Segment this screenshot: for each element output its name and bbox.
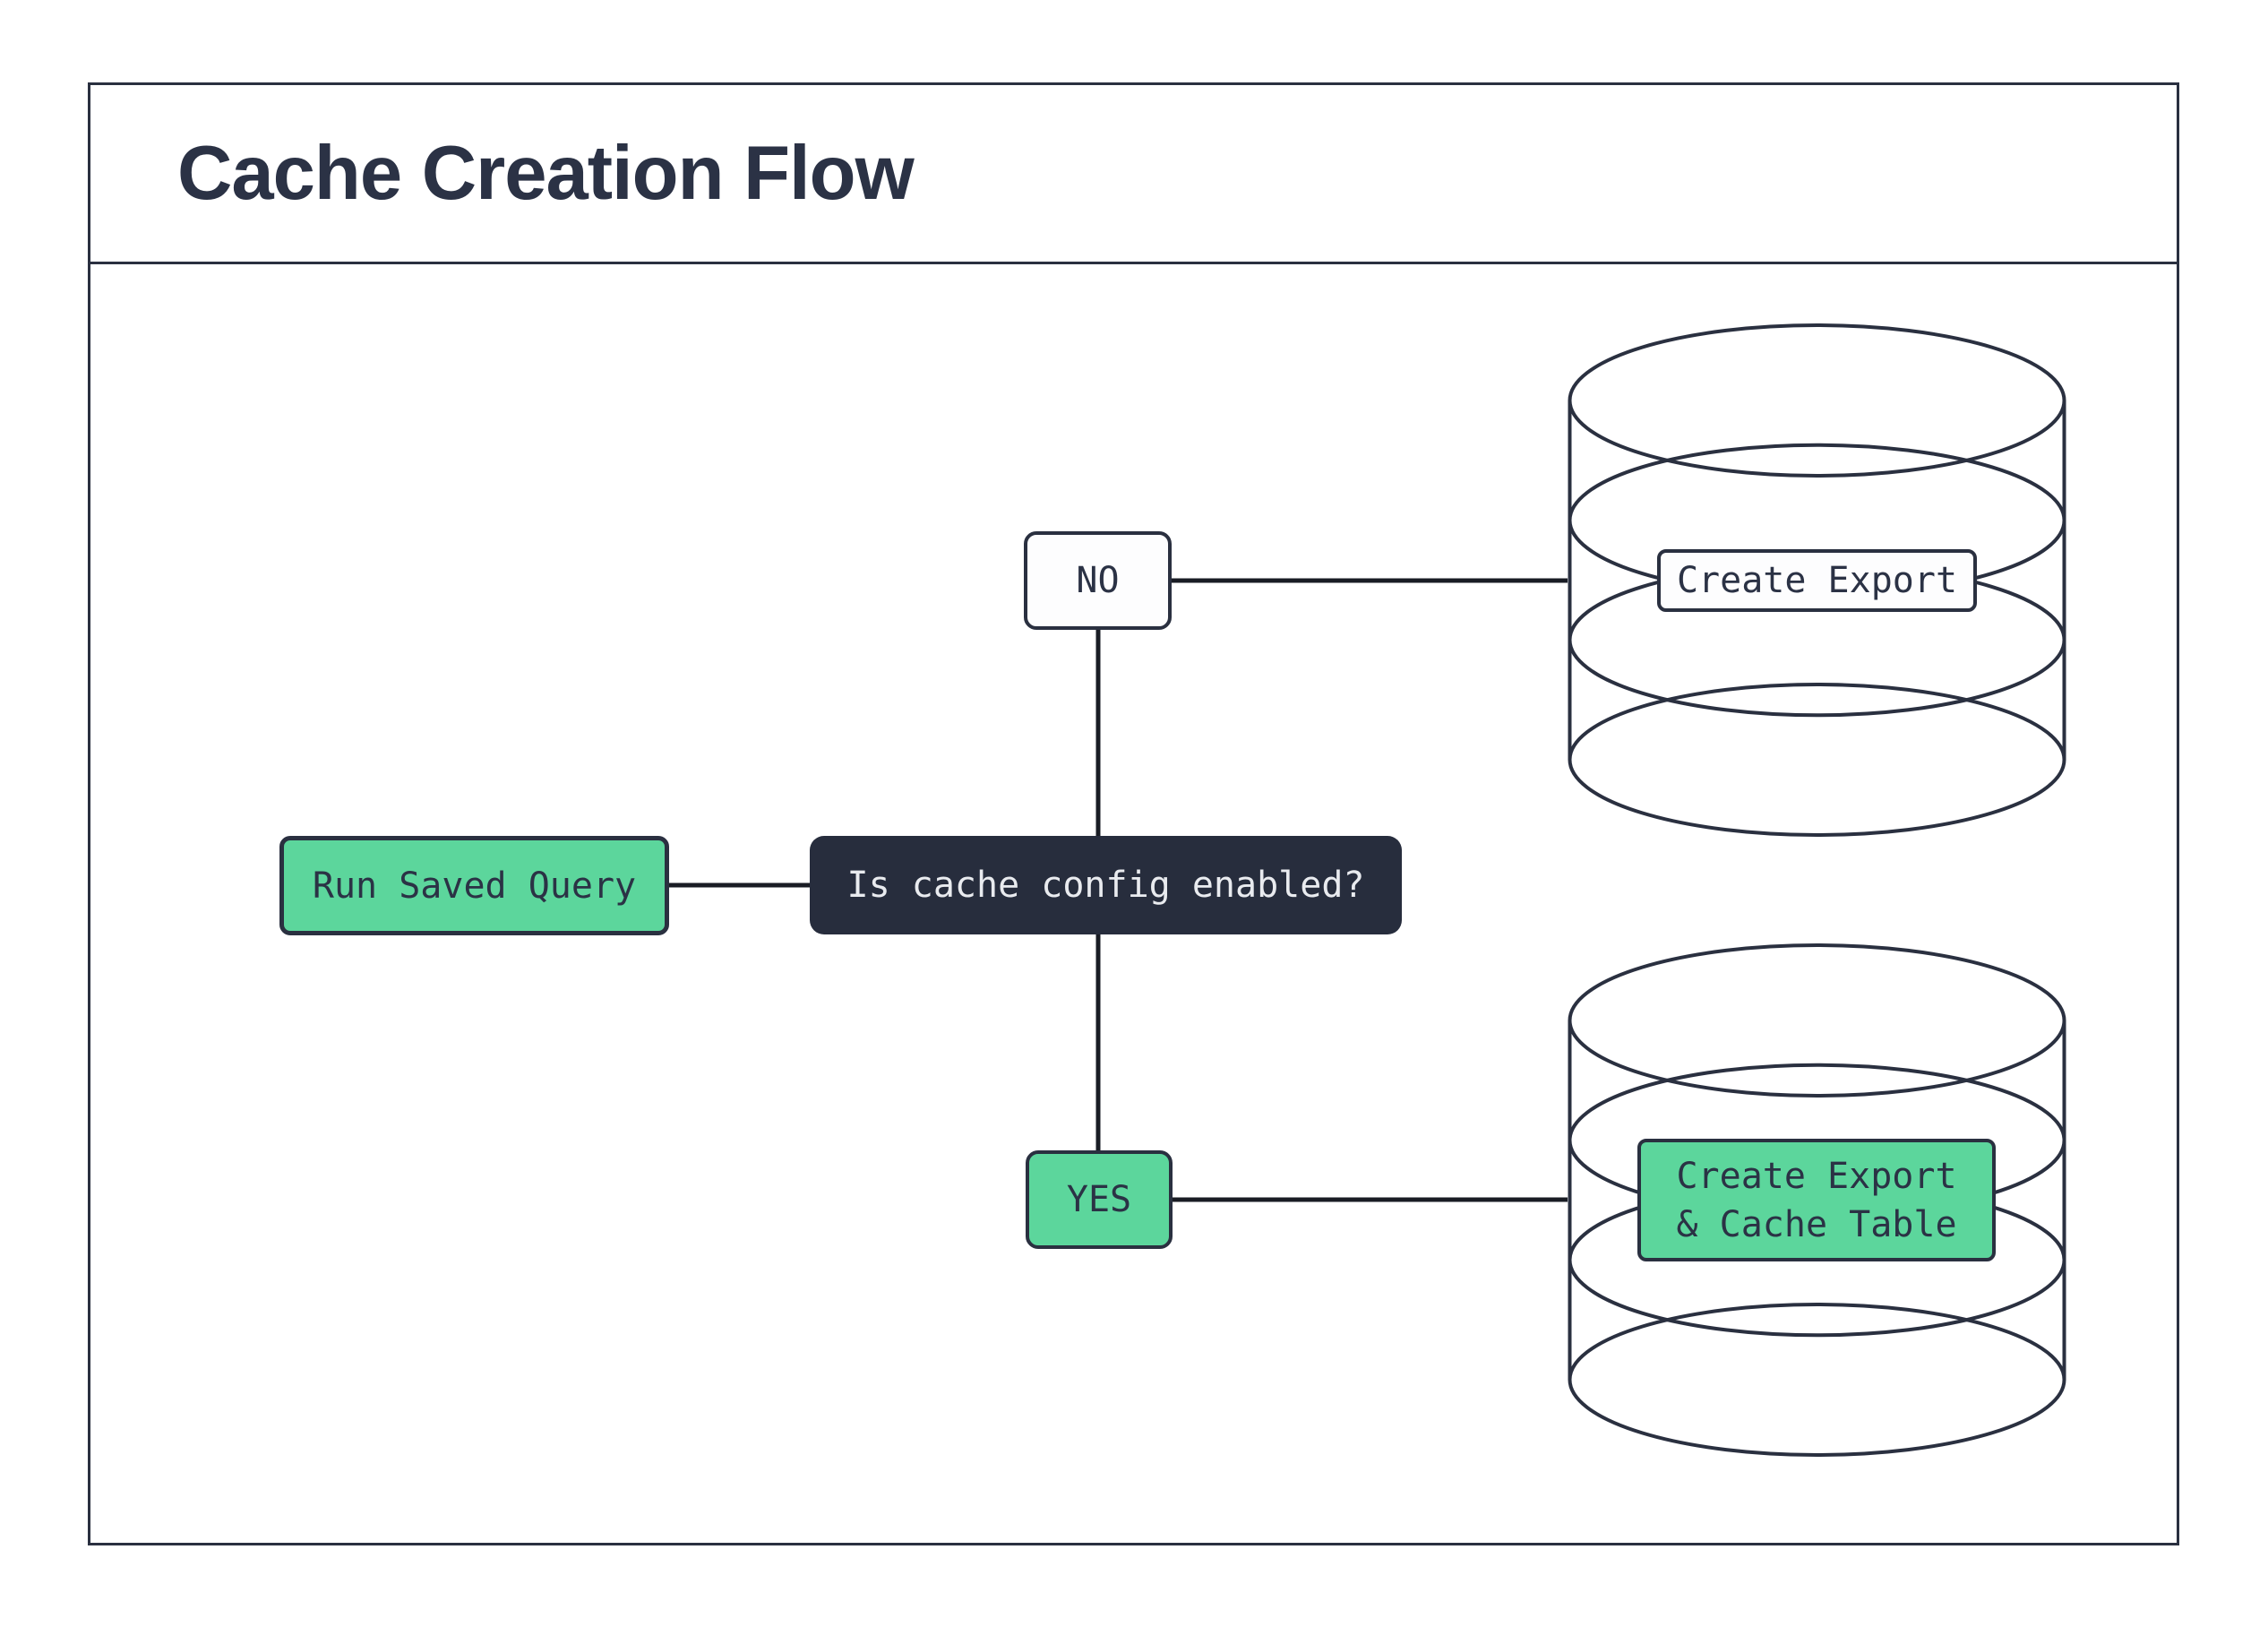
node-branch-no-label: NO (1076, 560, 1120, 601)
node-create-export-cache-line2: & Cache Table (1676, 1203, 1957, 1245)
diagram-title: Cache Creation Flow (177, 130, 915, 216)
node-run-saved-query-label: Run Saved Query (312, 865, 637, 907)
node-branch-no: NO (1024, 531, 1172, 630)
node-branch-yes: YES (1026, 1150, 1173, 1249)
node-cache-config-decision-label: Is cache config enabled? (846, 865, 1365, 906)
node-create-export-cache-line1: Create Export (1676, 1155, 1957, 1197)
node-create-export-cache-table-label: Create Export & Cache Table (1637, 1139, 1996, 1261)
node-run-saved-query: Run Saved Query (279, 836, 669, 935)
node-create-export-text: Create Export (1676, 560, 1958, 601)
node-branch-yes-label: YES (1066, 1179, 1132, 1220)
title-band: Cache Creation Flow (90, 85, 2177, 264)
node-cache-config-decision: Is cache config enabled? (810, 836, 1402, 934)
diagram-frame: Cache Creation Flow (88, 82, 2179, 1545)
node-create-export-label: Create Export (1657, 549, 1977, 612)
